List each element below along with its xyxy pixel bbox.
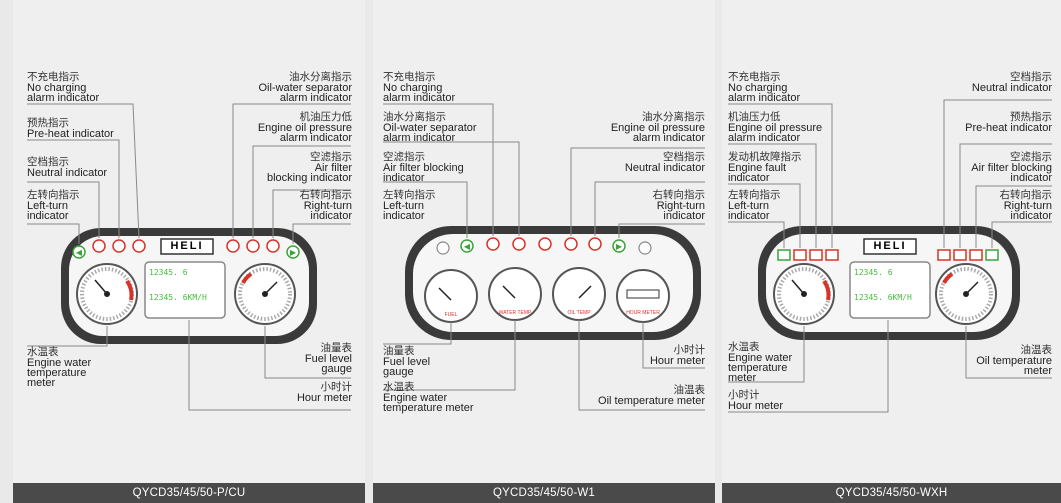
gauge-label-hour: HOUR METER bbox=[626, 310, 660, 316]
indicator-lamps: ◀ ▶ bbox=[436, 237, 652, 255]
water-temp-gauge bbox=[76, 263, 138, 325]
dashboard-p-cu: ◀ ▶ bbox=[27, 103, 351, 411]
oil-temp-gauge bbox=[935, 263, 997, 325]
lcd-line-1: 12345. 6 bbox=[149, 268, 188, 277]
fuel-gauge bbox=[234, 263, 296, 325]
lcd-line-2: 12345. 6KM/H bbox=[149, 293, 207, 302]
brand-logo: HELI bbox=[170, 240, 204, 252]
model-caption: QYCD35/45/50-P/CU bbox=[13, 483, 365, 503]
gauge-label-oil: OIL TEMP bbox=[567, 310, 591, 316]
svg-text:▶: ▶ bbox=[290, 248, 297, 257]
gauge-label-water: WATER TEMP bbox=[498, 310, 532, 316]
svg-text:◀: ◀ bbox=[464, 242, 471, 251]
panel-p-cu: ◀ ▶ bbox=[13, 0, 365, 503]
indicator-lamps bbox=[777, 249, 999, 261]
svg-text:▶: ▶ bbox=[616, 242, 623, 251]
indicator-lamps: ◀ ▶ bbox=[72, 239, 300, 259]
water-temp-gauge bbox=[773, 263, 835, 325]
dashboard-w1: ◀ ▶ bbox=[383, 103, 705, 411]
svg-text:◀: ◀ bbox=[76, 248, 83, 257]
dashboard-wxh bbox=[728, 99, 1052, 413]
gauge-label-fuel: FUEL bbox=[444, 312, 458, 318]
model-caption: QYCD35/45/50-WXH bbox=[722, 483, 1061, 503]
model-caption: QYCD35/45/50-W1 bbox=[373, 483, 715, 503]
lcd-line-1: 12345. 6 bbox=[854, 268, 893, 277]
lcd-line-2: 12345. 6KM/H bbox=[854, 293, 912, 302]
analog-gauges bbox=[424, 267, 670, 323]
panel-w1: ◀ ▶ bbox=[373, 0, 715, 503]
brand-logo: HELI bbox=[873, 240, 907, 252]
